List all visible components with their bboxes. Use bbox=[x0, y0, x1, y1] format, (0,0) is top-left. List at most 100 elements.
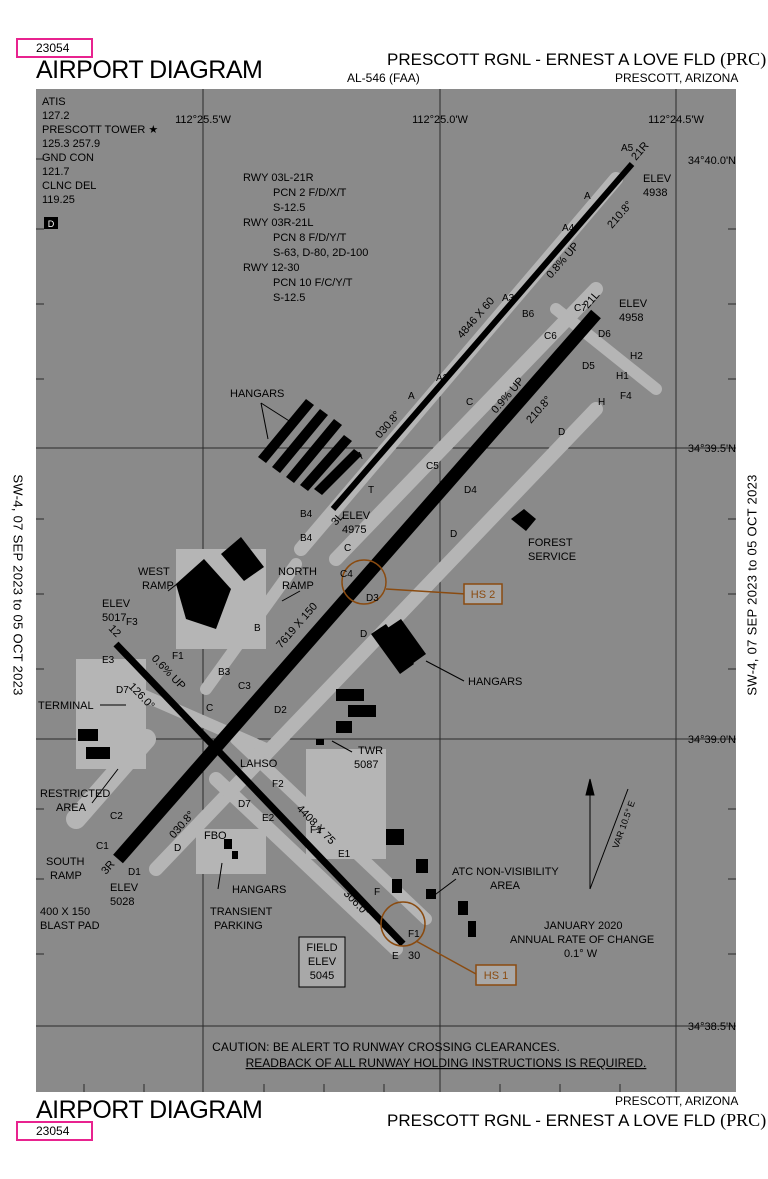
twy-a-south: A bbox=[356, 451, 363, 462]
chart-id-box-top: 23054 bbox=[16, 38, 93, 58]
comm-badge-bg bbox=[44, 217, 58, 229]
twy-t: T bbox=[368, 485, 374, 496]
elevation-labels: ELEV 4938 ELEV 4958 ELEV 4975 ELEV 5017 … bbox=[102, 173, 672, 908]
side-label-right: SW-4, 07 SEP 2023 to 05 OCT 2023 bbox=[744, 474, 760, 696]
hot-spot-1-leader bbox=[415, 940, 477, 975]
lat-label-1: 34°40.0'N bbox=[688, 155, 736, 167]
twy-f3: F2 bbox=[272, 779, 284, 790]
north-ramp-building bbox=[221, 537, 264, 581]
twy-d4: D3 bbox=[366, 593, 379, 604]
twy-c4: C4 bbox=[340, 569, 353, 580]
twy-d-south: D bbox=[360, 629, 367, 640]
airport-name-bottom: PRESCOTT RGNL - ERNEST A LOVE FLD (PRC) bbox=[387, 1110, 766, 1131]
twy-d6: D5 bbox=[582, 361, 595, 372]
true-north-arrowhead bbox=[585, 778, 595, 796]
west-ramp-label-2: RAMP bbox=[142, 580, 174, 592]
north-arrows bbox=[585, 778, 629, 890]
hs1-label: HS 1 bbox=[484, 970, 508, 982]
rwy-info-8: S-12.5 bbox=[273, 292, 305, 304]
rwy-12-end-high: 30 bbox=[408, 950, 420, 962]
twy-c5: C5 bbox=[426, 461, 439, 472]
twy-e4: E3 bbox=[102, 655, 115, 666]
taxiway-c bbox=[329, 282, 603, 566]
buildings bbox=[78, 399, 536, 937]
atc-non-visibility-label-2: AREA bbox=[490, 880, 521, 892]
twy-a4: A4 bbox=[562, 223, 575, 234]
rwy-info-5: S-63, D-80, 2D-100 bbox=[273, 247, 368, 259]
taxiway-h bbox=[550, 303, 662, 395]
twy-f1: F1 bbox=[408, 929, 420, 940]
fbo-label: FBO bbox=[204, 830, 227, 842]
twy-b4: B4 bbox=[300, 509, 313, 520]
elev-12-label: ELEV bbox=[102, 598, 131, 610]
twy-f2: F1 bbox=[310, 825, 322, 836]
airport-name-text-bottom: PRESCOTT RGNL - ERNEST A LOVE FLD bbox=[387, 1111, 716, 1130]
label-leaders bbox=[91, 402, 465, 898]
rwy-info-0: RWY 03L-21R bbox=[243, 172, 314, 184]
runway-03r-21l bbox=[113, 309, 601, 864]
airport-code: (PRC) bbox=[720, 49, 767, 69]
field-elev-value: 5045 bbox=[310, 970, 334, 982]
terminal-label: TERMINAL bbox=[38, 700, 94, 712]
field-elev-l1: FIELD bbox=[306, 942, 337, 954]
elev-21r-label: ELEV bbox=[643, 173, 672, 185]
elev-21l-label: ELEV bbox=[619, 298, 648, 310]
annual-change-label-1: JANUARY 2020 bbox=[544, 920, 622, 932]
east-apron bbox=[306, 749, 386, 859]
hangars-east bbox=[371, 619, 426, 674]
twy-c-mid: C bbox=[344, 543, 351, 554]
field-elev-box bbox=[298, 936, 346, 988]
hangars-south bbox=[316, 689, 376, 745]
airport-diagram-chart: HS 2 HS 1 VAR 10.5° E FIELD ELEV 5045 AT… bbox=[36, 89, 736, 1092]
elev-3r-value: 5028 bbox=[110, 896, 134, 908]
elev-3l-value: 4975 bbox=[342, 524, 366, 536]
rwy-info-6: RWY 12-30 bbox=[243, 262, 299, 274]
elev-3r-label: ELEV bbox=[110, 882, 139, 894]
airport-name-top: PRESCOTT RGNL - ERNEST A LOVE FLD (PRC) bbox=[387, 49, 766, 70]
twy-d-far-south: D bbox=[174, 843, 181, 854]
twy-a2: A2 bbox=[436, 373, 449, 384]
twy-a-north: A bbox=[584, 191, 591, 202]
twy-f4: F3 bbox=[126, 617, 138, 628]
elev-21l-value: 4958 bbox=[619, 312, 643, 324]
hangars-east-label: HANGARS bbox=[468, 676, 522, 688]
twy-b6: B6 bbox=[522, 309, 535, 320]
twy-f: F bbox=[374, 887, 380, 898]
hs1-box: HS 1 bbox=[475, 964, 517, 986]
twy-c2: C2 bbox=[110, 811, 123, 822]
lat-label-2: 34°39.5'N bbox=[688, 443, 736, 455]
elev-12-value: 5017 bbox=[102, 612, 126, 624]
twy-b3: B3 bbox=[218, 667, 231, 678]
west-ramp-building bbox=[176, 559, 231, 629]
lon-label-1: 112°25.5'W bbox=[175, 114, 231, 126]
terminal-buildings bbox=[78, 729, 110, 759]
twy-e3: E2 bbox=[262, 813, 275, 824]
rwy-info-4: PCN 8 F/D/Y/T bbox=[273, 232, 347, 244]
hot-spot-1-circle bbox=[380, 901, 426, 947]
north-ramp-label-2: RAMP bbox=[282, 580, 314, 592]
twy-a5: A5 bbox=[621, 143, 634, 154]
comms-block: ATIS 127.2 PRESCOTT TOWER ★ 125.3 257.9 … bbox=[42, 96, 158, 229]
forest-service-label-2: SERVICE bbox=[528, 551, 576, 563]
comm-clnc-freq: 119.25 bbox=[42, 194, 75, 206]
twy-h2: H1 bbox=[616, 371, 629, 382]
side-label-left: SW-4, 07 SEP 2023 to 05 OCT 2023 bbox=[10, 474, 26, 696]
hot-spot-2-leader bbox=[385, 588, 467, 595]
twy-e2: E1 bbox=[338, 849, 351, 860]
runway-info-block: RWY 03L-21R PCN 2 F/D/X/T S-12.5 RWY 03R… bbox=[243, 172, 368, 304]
atc-non-visibility-label-1: ATC NON-VISIBILITY bbox=[452, 866, 559, 878]
runway-12-30 bbox=[113, 641, 406, 947]
twy-c-north: C bbox=[466, 397, 473, 408]
tower-label-2: 5087 bbox=[354, 759, 378, 771]
hs2-label: HS 2 bbox=[471, 589, 495, 601]
lahso-label: LAHSO bbox=[240, 758, 278, 770]
transient-parking-label-1: TRANSIENT bbox=[210, 906, 273, 918]
location-bottom: PRESCOTT, ARIZONA bbox=[615, 1094, 739, 1108]
forest-service-label-1: FOREST bbox=[528, 537, 573, 549]
twy-b: B bbox=[254, 623, 261, 634]
tower-label-1: TWR bbox=[358, 745, 383, 757]
lon-label-2: 112°25.0'W bbox=[412, 114, 468, 126]
airport-code-bottom: (PRC) bbox=[720, 1110, 767, 1130]
twy-d7: D6 bbox=[598, 329, 611, 340]
twy-c1: C1 bbox=[96, 841, 109, 852]
